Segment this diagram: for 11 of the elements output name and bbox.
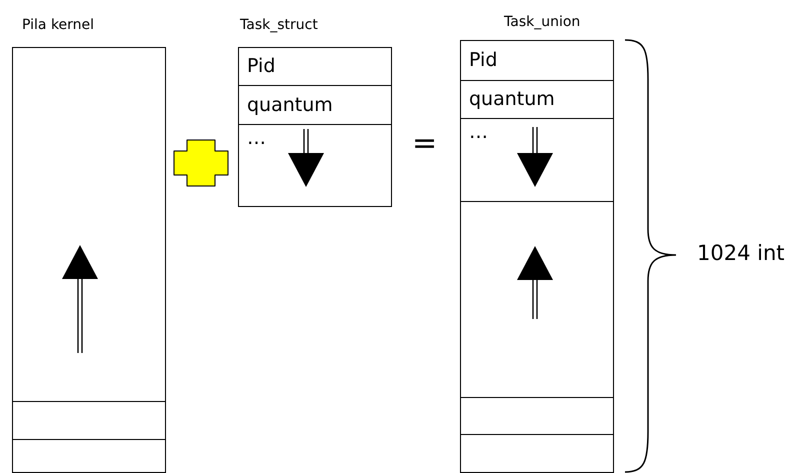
size-label: 1024 int bbox=[697, 241, 784, 265]
stack-title: Pila kernel bbox=[22, 17, 94, 33]
equals-sign: = bbox=[412, 126, 438, 161]
field-name: quantum bbox=[247, 94, 333, 116]
field-name: Pid bbox=[247, 54, 276, 76]
field-name: … bbox=[469, 121, 488, 143]
field-name: Pid bbox=[469, 48, 498, 70]
stack-title: Task_struct bbox=[240, 17, 318, 33]
stack-title: Task_union bbox=[504, 14, 580, 30]
field-name: quantum bbox=[469, 88, 555, 110]
field-name: … bbox=[247, 127, 266, 149]
